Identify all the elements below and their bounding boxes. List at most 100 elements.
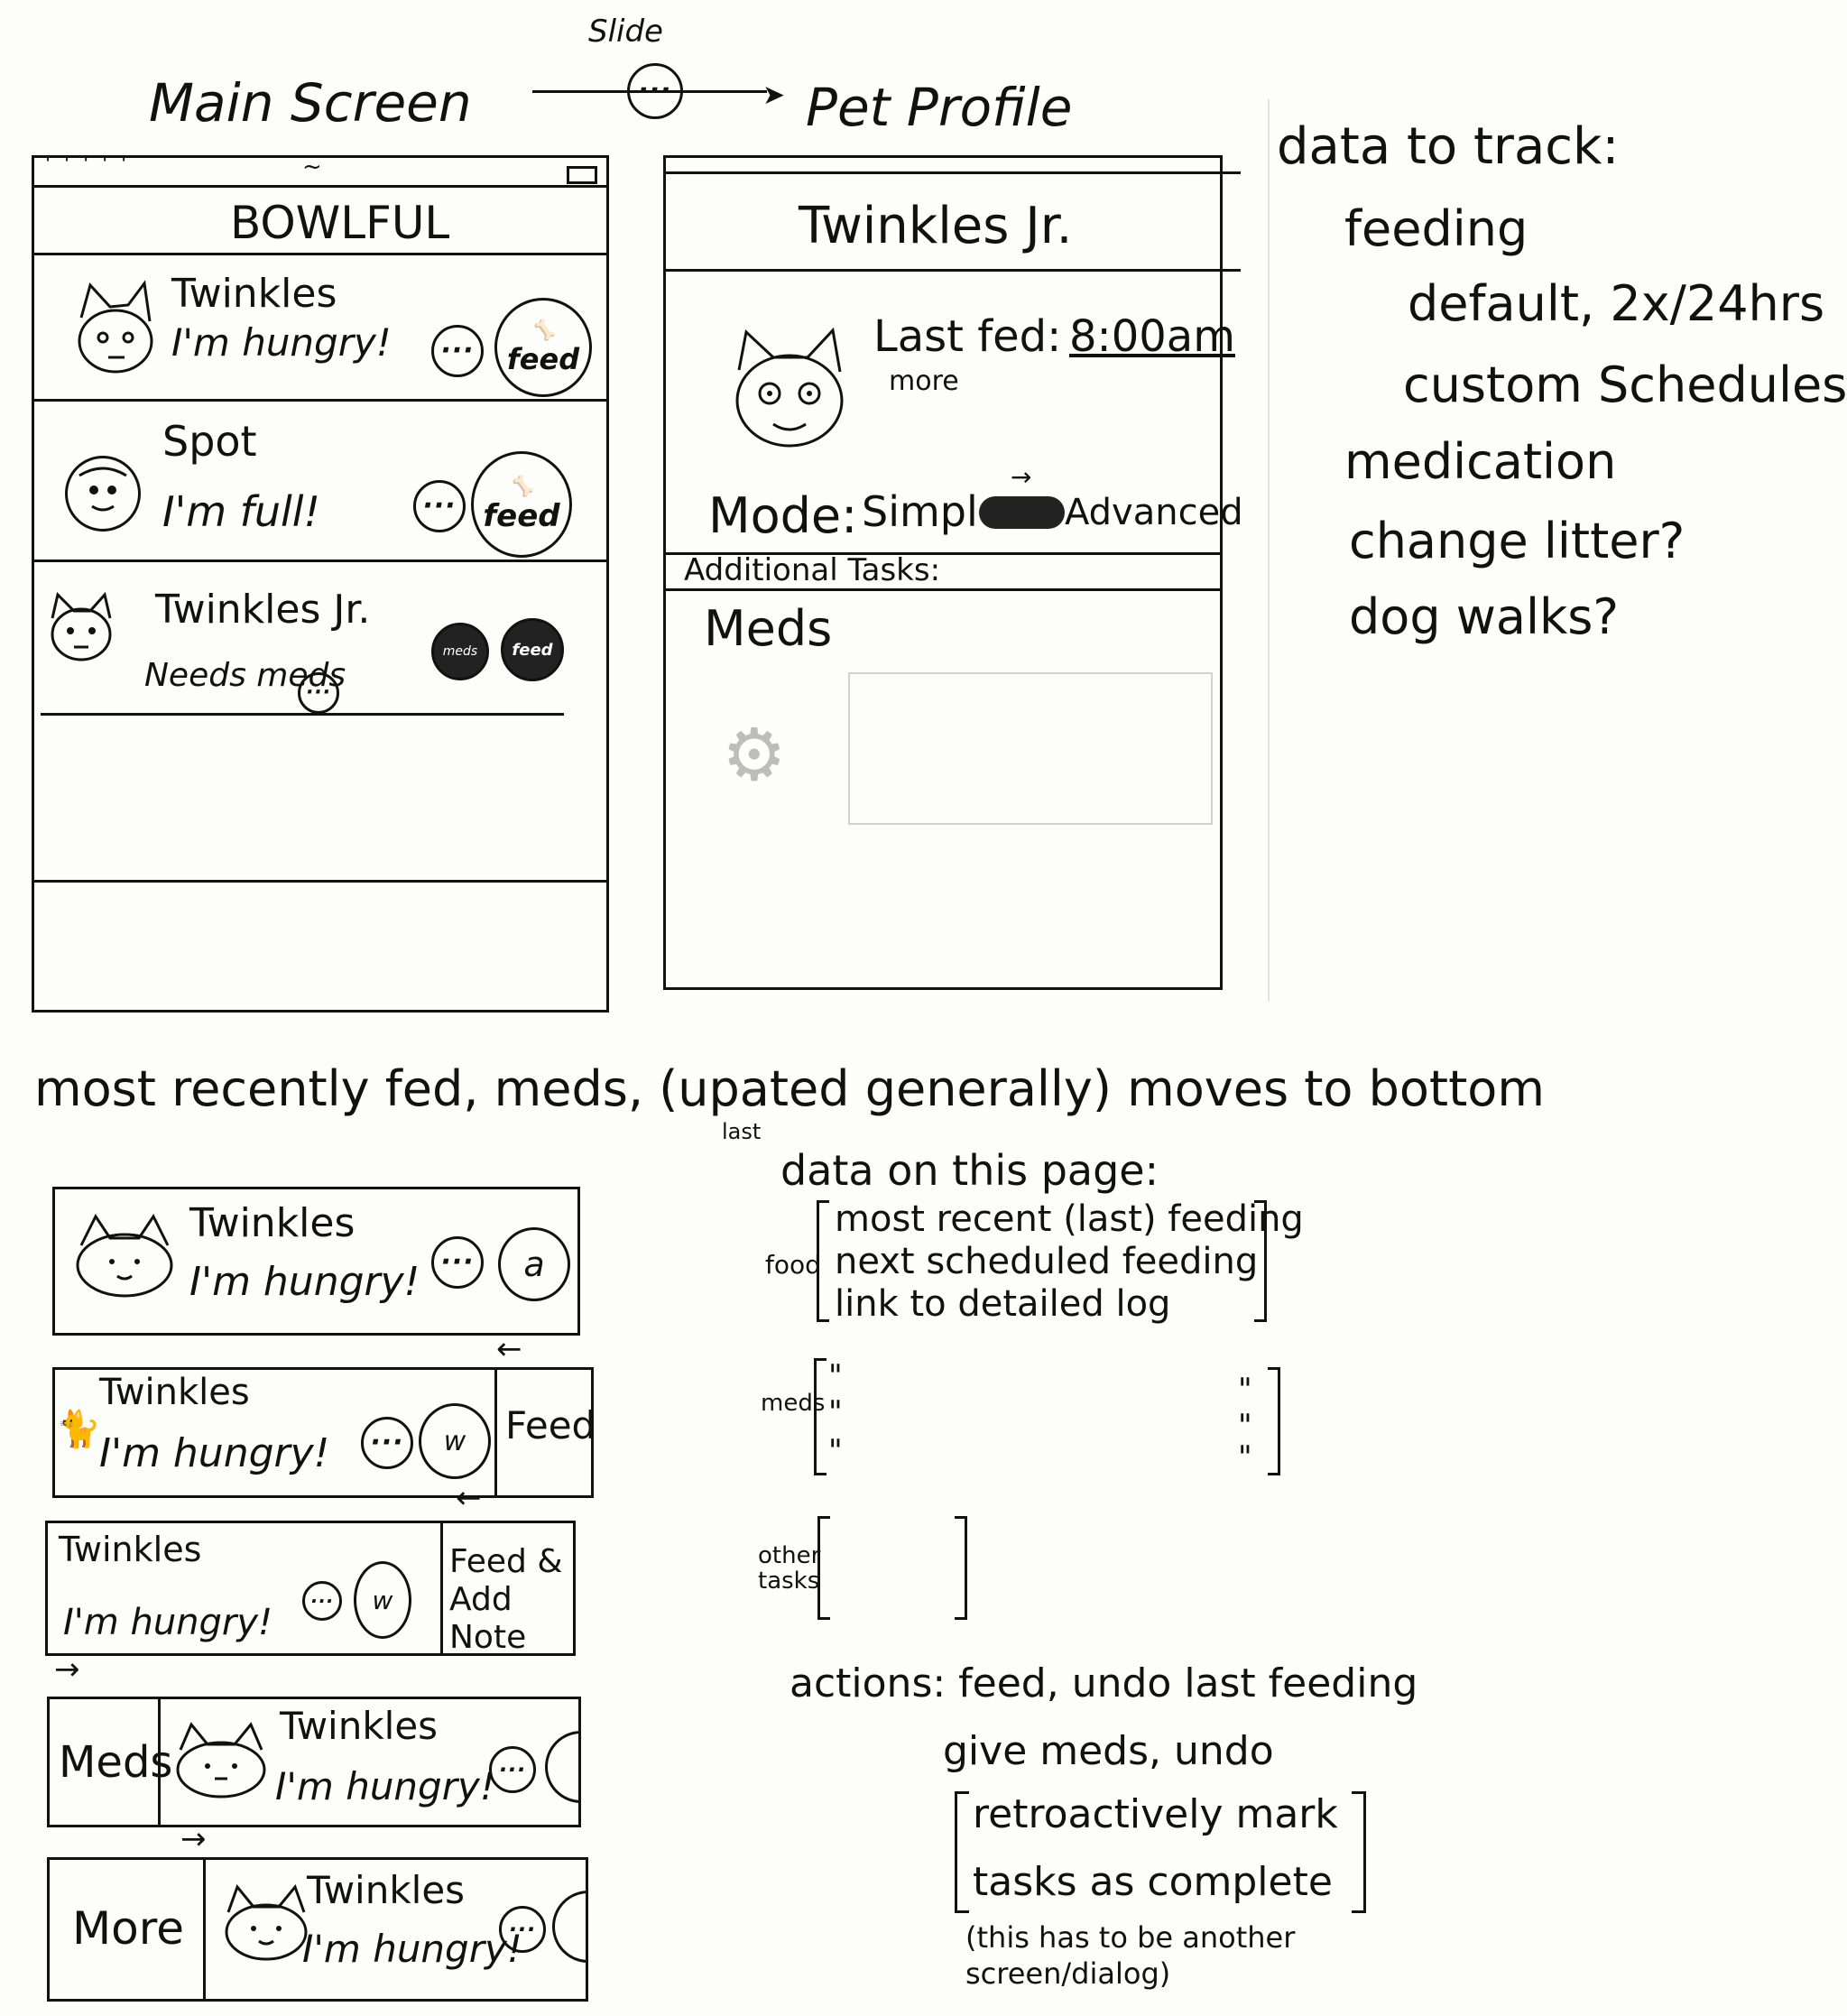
- meds-bracket-right: [1268, 1367, 1280, 1475]
- main-screen-phone: [32, 155, 609, 1013]
- slide-arrow-head: ➤: [762, 79, 786, 111]
- status-bar-divider: [663, 171, 1241, 174]
- mode-advanced-label: Advanced: [1065, 492, 1243, 533]
- food-label: food: [765, 1250, 821, 1280]
- swipe-divider: [203, 1857, 206, 2002]
- bone-icon: 🦴: [531, 319, 556, 342]
- signal-icon: ' ' ' ' ': [45, 153, 131, 176]
- pet-status: I'm full!: [162, 487, 320, 536]
- cat-avatar-icon: [74, 280, 157, 375]
- track-item: medication: [1344, 433, 1617, 490]
- meds-task[interactable]: Meds: [704, 600, 833, 657]
- wifi-icon: ~: [302, 153, 322, 180]
- cat-avatar-icon: [221, 1882, 311, 1963]
- pet-name: Twinkles: [99, 1372, 250, 1413]
- pet-status: I'm hungry!: [171, 320, 392, 365]
- pet-name: Twinkles: [59, 1530, 202, 1569]
- more-options-button[interactable]: ···: [489, 1746, 536, 1793]
- other-bracket-left: [817, 1516, 830, 1620]
- ghost-box: [848, 672, 1213, 825]
- pet-name: Twinkles: [171, 271, 337, 317]
- meds-button[interactable]: meds: [431, 623, 489, 680]
- title-divider: [663, 269, 1241, 272]
- pet-name: Twinkles: [189, 1200, 356, 1246]
- toggle-arrow-icon: →: [1011, 462, 1032, 492]
- ditto-mark: ": [828, 1433, 843, 1469]
- pet-status: I'm hungry!: [99, 1430, 330, 1476]
- pet-profile-phone: [663, 155, 1223, 990]
- ghost-page: [1268, 99, 1784, 1002]
- row-divider: [32, 559, 609, 562]
- swipe-right-arrow-icon: →: [180, 1821, 207, 1857]
- status-bar-divider: [32, 185, 609, 188]
- cat-avatar-icon: [74, 1209, 175, 1299]
- mode-toggle[interactable]: [979, 496, 1065, 529]
- food-bracket-left: [817, 1200, 829, 1322]
- food-item: most recent (last) feeding: [835, 1198, 1304, 1240]
- more-options-button[interactable]: ···: [298, 672, 339, 714]
- cat-avatar-icon: [726, 325, 853, 451]
- actions-line: screen/dialog): [965, 1956, 1171, 1991]
- ghost-gear-icon: ⚙: [722, 713, 787, 797]
- more-options-button[interactable]: ···: [431, 325, 484, 377]
- main-screen-heading: Main Screen: [149, 72, 472, 134]
- more-options-button[interactable]: ···: [413, 480, 466, 532]
- food-item: link to detailed log: [835, 1283, 1171, 1325]
- feed-button[interactable]: feed: [501, 618, 564, 681]
- track-item: feeding: [1344, 200, 1528, 257]
- swipe-divider: [440, 1521, 443, 1656]
- swipe-left-arrow-icon: ←: [456, 1480, 482, 1516]
- track-item: default, 2x/24hrs: [1408, 275, 1825, 332]
- ditto-mark: ": [1238, 1439, 1252, 1475]
- feed-button[interactable]: 🦴 feed: [494, 298, 592, 397]
- ditto-mark: ": [828, 1394, 843, 1430]
- swipe-feed-button[interactable]: Feed: [505, 1403, 596, 1447]
- action-button[interactable]: a: [498, 1227, 570, 1301]
- title-divider: [32, 253, 609, 255]
- battery-icon: [567, 166, 597, 184]
- bottom-bar-divider: [32, 880, 609, 883]
- more-options-button[interactable]: ···: [499, 1906, 546, 1953]
- more-options-button[interactable]: ···: [361, 1417, 413, 1469]
- actions-line: actions: feed, undo last feeding: [790, 1660, 1418, 1706]
- data-to-track-title: data to track:: [1277, 117, 1620, 176]
- variant-row[interactable]: [52, 1187, 580, 1336]
- swipe-left-arrow-icon: ←: [496, 1331, 522, 1367]
- actions-line: retroactively mark: [973, 1791, 1338, 1837]
- retro-bracket-right: [1352, 1791, 1366, 1913]
- pet-status: I'm hungry!: [302, 1927, 522, 1971]
- profile-title: Twinkles Jr.: [799, 197, 1073, 255]
- additional-tasks-label: Additional Tasks:: [684, 552, 941, 588]
- reorder-note-insert: last: [722, 1119, 762, 1144]
- app-title: BOWLFUL: [230, 197, 450, 249]
- cat-avatar-icon: [171, 1719, 271, 1800]
- track-item: change litter?: [1349, 513, 1685, 569]
- reorder-note: most recently fed, meds, (upated general…: [34, 1060, 1545, 1117]
- variant-row[interactable]: [52, 1367, 594, 1498]
- swipe-meds-button[interactable]: Meds: [59, 1737, 173, 1788]
- row-divider: [41, 713, 564, 716]
- bone-icon: 🦴: [509, 475, 534, 498]
- row-divider: [32, 399, 609, 402]
- more-link[interactable]: more: [889, 365, 959, 397]
- swipe-more-button[interactable]: More: [72, 1902, 184, 1955]
- ditto-mark: ": [1238, 1408, 1252, 1444]
- variant-row[interactable]: [45, 1521, 576, 1656]
- swipe-divider: [494, 1367, 497, 1498]
- actions-line: (this has to be another: [965, 1920, 1296, 1955]
- track-item: custom Schedules: [1403, 356, 1847, 413]
- swipe-right-arrow-icon: →: [54, 1651, 80, 1688]
- last-fed-time[interactable]: 8:00am: [1069, 311, 1235, 362]
- more-options-button[interactable]: ···: [302, 1581, 342, 1621]
- pet-name: Twinkles Jr.: [155, 587, 371, 633]
- feed-button[interactable]: 🦴 feed: [471, 451, 572, 558]
- food-bracket-right: [1254, 1200, 1267, 1322]
- slide-handle-icon: ···: [627, 63, 683, 119]
- swipe-divider: [158, 1697, 161, 1827]
- last-fed-label: Last fed:: [873, 311, 1062, 362]
- pet-status: I'm hungry!: [63, 1602, 273, 1643]
- track-item: dog walks?: [1349, 588, 1620, 645]
- more-options-button[interactable]: ···: [431, 1236, 484, 1289]
- cat-partial-icon: 🐈: [56, 1409, 101, 1450]
- swipe-feed-note-button[interactable]: Feed & Add Note: [449, 1543, 563, 1656]
